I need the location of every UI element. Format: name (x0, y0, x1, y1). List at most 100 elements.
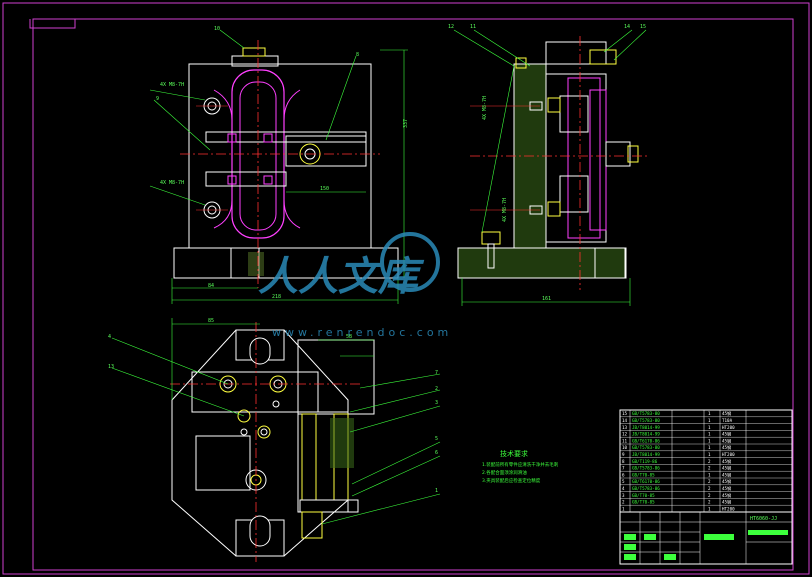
part-number-11: 11 (470, 24, 476, 30)
callout-thread-3: 4X M8-7H (482, 96, 488, 120)
bom-cell-qty: 1 (708, 472, 711, 477)
front-view (149, 29, 408, 304)
bom-cell-no: 5 (622, 479, 625, 484)
part-number-8: 8 (356, 52, 359, 58)
bom-cell-qty: 2 (708, 493, 711, 498)
bom-cell-qty: 2 (708, 486, 711, 491)
tech-note-1: 1.装配前所有零件应清洗干净并去毛刺 (482, 461, 559, 468)
bom-cell-no: 12 (622, 432, 628, 437)
bom-cell-no: 13 (622, 425, 628, 430)
part-number-3: 3 (435, 400, 438, 406)
bom-cell-qty: 1 (708, 445, 711, 450)
bom-cell-code: GB/T5783-80 (632, 418, 660, 423)
bom-cell-code: GB/T70-85 (632, 493, 655, 498)
bom-cell-material: HT200 (722, 425, 735, 430)
dim-top-width: 85 (208, 318, 214, 324)
bom-cell-no: 10 (622, 445, 628, 450)
bom-cell-material: 45钢 (722, 492, 731, 499)
watermark-url: www.renrendoc.com (272, 326, 452, 339)
bom-cell-code: GB/T5783-80 (632, 411, 660, 416)
part-number-6: 6 (435, 450, 438, 456)
bom-cell-code: GB/T6170-86 (632, 438, 660, 443)
bom-cell-no: 11 (622, 438, 628, 443)
part-number-2: 2 (435, 386, 438, 392)
bom-cell-no: 14 (622, 418, 628, 423)
part-number-12: 12 (448, 24, 454, 30)
tech-requirements: 技术要求 1.装配前所有零件应清洗干净并去毛刺 2.各配合面须涂润滑油 3.夹具… (482, 449, 559, 484)
dim-front-mid: 150 (320, 186, 329, 192)
tech-requirements-title: 技术要求 (500, 449, 528, 458)
tech-note-2: 2.各配合面须涂润滑油 (482, 469, 527, 476)
bom-cell-qty: 2 (708, 466, 711, 471)
part-number-1: 1 (435, 488, 438, 494)
bom-cell-code: GB/T70-85 (632, 500, 655, 505)
bom-cell-material: 45钢 (722, 485, 731, 492)
callout-thread-1: 4X M8-7H (160, 82, 184, 88)
dim-side-width: 161 (542, 296, 551, 302)
bom-cell-qty: 1 (708, 438, 711, 443)
bom-cell-qty: 1 (708, 506, 711, 511)
bom-cell-code: JB/T8014-99 (632, 432, 660, 437)
callout-thread-2: 4X M8-7H (160, 180, 184, 186)
bom-cell-qty: 1 (708, 452, 711, 457)
part-number-4: 4 (108, 334, 111, 340)
bom-cell-code: GB/T119-86 (632, 459, 658, 464)
bom-cell-qty: 1 (708, 425, 711, 430)
watermark: 人人文库 www.renrendoc.com (258, 232, 452, 339)
bom-cell-no: 1 (622, 506, 625, 511)
bom-cell-material: 45钢 (722, 431, 731, 438)
part-number-7: 7 (435, 370, 438, 376)
bom-cell-qty: 2 (708, 459, 711, 464)
part-number-9: 9 (156, 96, 159, 102)
bom-cell-code: GB/T5783-86 (632, 486, 660, 491)
part-number-5: 5 (435, 436, 438, 442)
bom-cell-material: 45钢 (722, 465, 731, 472)
bom-cell-no: 7 (622, 466, 625, 471)
bom-cell-no: 15 (622, 411, 628, 416)
bom-cell-code: JB/T8014-99 (632, 425, 660, 430)
dim-front-height: 337 (403, 119, 409, 128)
callout-thread-4: 4X M8-7H (502, 198, 508, 222)
bom-cell-code: GB/T70-85 (632, 472, 655, 477)
bom-cell-no: 3 (622, 493, 625, 498)
bom-cell-material: 45钢 (722, 437, 731, 444)
inner-frame (32, 18, 794, 571)
bom-cell-code: GB/T6170-86 (632, 479, 660, 484)
bom-cell-material: 45钢 (722, 444, 731, 451)
bom-cell-no: 8 (622, 459, 625, 464)
bom-cell-no: 6 (622, 472, 625, 477)
drawing-number: HT6060-JJ (750, 516, 777, 522)
bom-cell-code: GB/T5783-80 (632, 445, 660, 450)
bom-cell-code: JB/T8014-99 (632, 452, 660, 457)
bom-cell-material: 45钢 (722, 478, 731, 485)
tech-note-3: 3.夹具装配后应检查定位精度 (482, 477, 541, 484)
bom-cell-no: 2 (622, 500, 625, 505)
top-view (111, 318, 441, 562)
bom-cell-material: 45钢 (722, 410, 731, 417)
bom-cell-material: 45钢 (722, 471, 731, 478)
side-view (453, 29, 650, 306)
bom-cell-material: HT200 (722, 506, 735, 511)
bom-cell-qty: 2 (708, 500, 711, 505)
part-number-10: 10 (214, 26, 220, 32)
bom-cell-qty: 2 (708, 479, 711, 484)
bom-cell-material: 45钢 (722, 458, 731, 465)
bom-cell-qty: 1 (708, 432, 711, 437)
dim-front-width: 218 (272, 294, 281, 300)
bom-cell-qty: 1 (708, 411, 711, 416)
corner-tab (29, 19, 76, 29)
dim-front-offset: 84 (208, 283, 214, 289)
part-number-14: 14 (624, 24, 630, 30)
title-block: HT6060-JJ (619, 511, 793, 565)
part-number-13: 13 (108, 364, 114, 370)
bom-cell-no: 9 (622, 452, 625, 457)
bom-cell-material: 45钢 (722, 499, 731, 506)
dim-top-small: 58 (346, 334, 352, 340)
bom-cell-material: HT200 (722, 452, 735, 457)
bom-cell-code: GB/T5783-86 (632, 466, 660, 471)
bom-cell-material: T10A (722, 418, 733, 423)
